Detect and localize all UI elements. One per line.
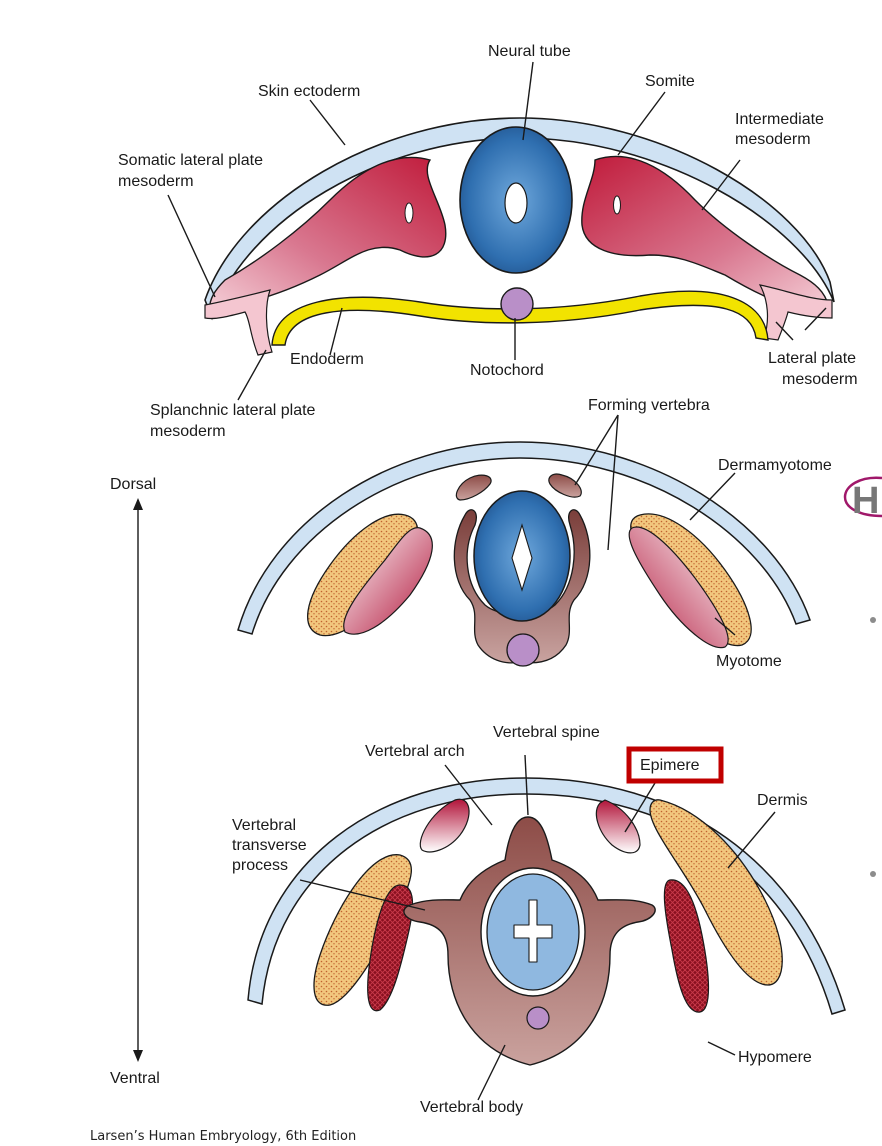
sclerotome-top-left xyxy=(455,474,492,501)
bullet-dot-2 xyxy=(870,871,876,877)
leader-vertebral-arch xyxy=(444,764,493,826)
label-intermediate-1: Intermediate xyxy=(735,111,824,128)
dermamyotome-right xyxy=(628,513,752,649)
label-dermis: Dermis xyxy=(757,792,808,809)
panel-somite-differentiation: Forming vertebra Dermamyotome Myotome xyxy=(237,397,832,670)
lateral-plate-right xyxy=(758,284,833,341)
spinal-canal xyxy=(513,899,553,963)
label-transverse-2: transverse xyxy=(232,837,307,854)
label-intermediate-2: mesoderm xyxy=(735,131,811,148)
bullet-dot-1 xyxy=(870,617,876,623)
slide-fragment-right: H xyxy=(843,476,882,877)
ectoderm-middle xyxy=(237,441,811,635)
sclerotome-bottom xyxy=(453,509,591,664)
label-somatic-2: mesoderm xyxy=(118,173,194,190)
leader-skin-ectoderm xyxy=(309,99,346,146)
lateral-plate-left xyxy=(204,289,273,356)
leader-myotome xyxy=(714,617,736,636)
leader-splanchnic xyxy=(237,349,267,401)
label-hypomere: Hypomere xyxy=(738,1049,812,1066)
leader-vertebral-spine xyxy=(524,754,529,816)
label-dorsal: Dorsal xyxy=(110,476,156,493)
epimere-right xyxy=(595,799,641,854)
label-ventral: Ventral xyxy=(110,1070,160,1087)
label-neural-tube: Neural tube xyxy=(488,43,571,60)
panel-early-embryo: Neural tube Skin ectoderm Somite Interme… xyxy=(118,43,858,440)
somite-left-cavity xyxy=(404,202,414,224)
notochord-remnant xyxy=(526,1006,550,1030)
leader-endoderm xyxy=(329,307,343,356)
leader-epimere xyxy=(624,782,656,833)
leader-somatic xyxy=(167,194,216,298)
leader-intermediate xyxy=(701,159,741,211)
leader-dermis xyxy=(727,811,776,869)
leader-hypomere xyxy=(707,1041,736,1056)
dermis-right xyxy=(649,799,783,986)
slide-heading-fragment: H xyxy=(852,480,879,522)
label-myotome: Myotome xyxy=(716,653,782,670)
label-vertebral-body: Vertebral body xyxy=(420,1099,523,1116)
label-forming-vertebra: Forming vertebra xyxy=(588,397,710,414)
leader-forming-vertebra xyxy=(574,414,619,551)
leader-dermamyotome xyxy=(689,472,736,521)
neural-canal-middle xyxy=(511,523,533,592)
notochord xyxy=(500,287,534,321)
label-dermamyotome: Dermamyotome xyxy=(718,457,832,474)
label-vertebral-arch: Vertebral arch xyxy=(365,743,465,760)
label-transverse-1: Vertebral xyxy=(232,817,296,834)
label-splanchnic-2: mesoderm xyxy=(150,423,226,440)
dorsal-ventral-axis: Dorsal Ventral xyxy=(110,476,160,1087)
notochord-middle xyxy=(506,633,540,667)
sclerotome-top-right xyxy=(548,473,582,498)
ectoderm-bottom xyxy=(247,777,846,1015)
label-notochord: Notochord xyxy=(470,362,544,379)
label-epimere: Epimere xyxy=(640,757,700,774)
label-somatic-1: Somatic lateral plate xyxy=(118,152,263,169)
somite-right-cavity xyxy=(613,195,621,215)
epimere-left xyxy=(419,798,470,853)
label-splanchnic-1: Splanchnic lateral plate xyxy=(150,402,316,419)
leader-somite xyxy=(617,91,666,156)
neural-canal xyxy=(504,182,528,224)
label-endoderm: Endoderm xyxy=(290,351,364,368)
epimere-highlight-box xyxy=(626,746,724,784)
label-skin-ectoderm: Skin ectoderm xyxy=(258,83,360,100)
label-vertebral-spine: Vertebral spine xyxy=(493,724,600,741)
hypomere-right xyxy=(663,879,710,1013)
leader-lateral-plate xyxy=(775,307,827,341)
leader-transverse xyxy=(299,879,426,911)
leader-vertebral-body xyxy=(477,1044,506,1101)
label-lateral-plate-2: mesoderm xyxy=(782,371,858,388)
leader-neural-tube xyxy=(522,61,534,141)
dermamyotome-left xyxy=(307,513,433,637)
label-lateral-plate-1: Lateral plate xyxy=(768,350,856,367)
label-somite: Somite xyxy=(645,73,695,90)
label-transverse-3: process xyxy=(232,857,288,874)
source-caption: Larsen’s Human Embryology, 6th Edition xyxy=(90,1129,356,1144)
panel-vertebra-formation: Vertebral spine Vertebral arch Epimere D… xyxy=(232,724,846,1116)
